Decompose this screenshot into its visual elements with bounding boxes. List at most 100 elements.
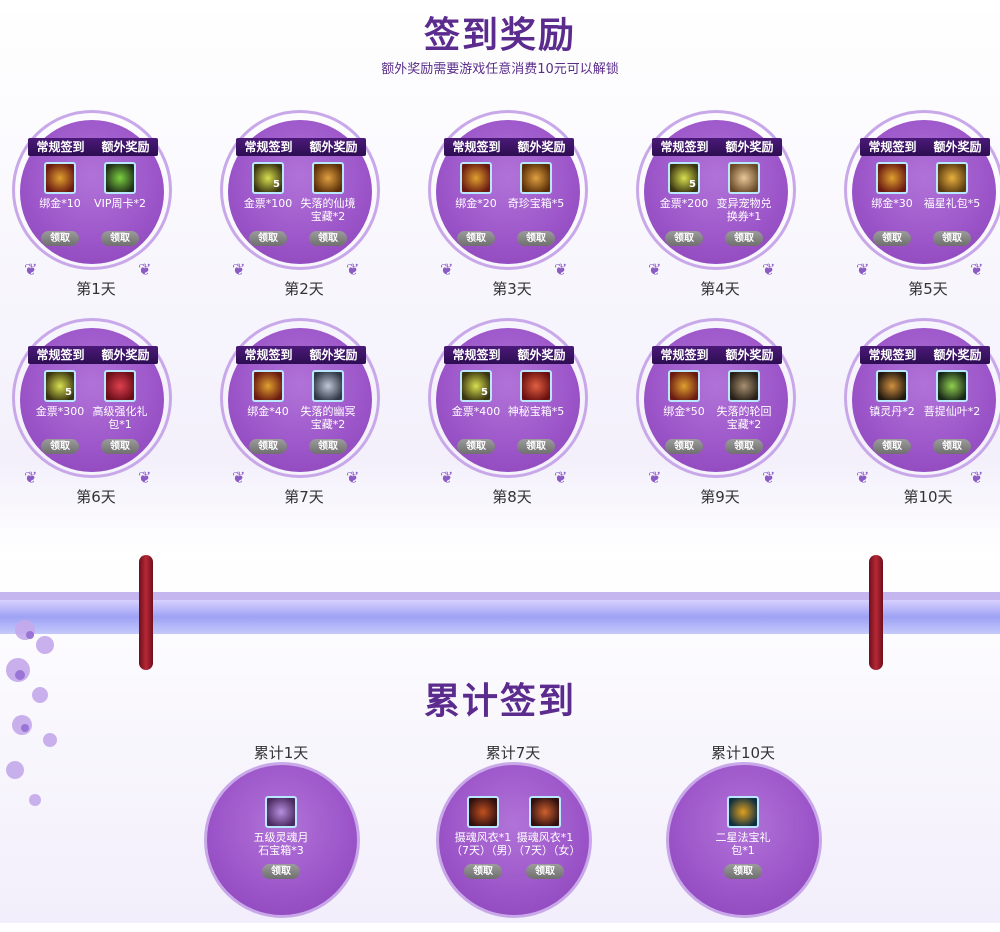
regular-reward: 镇灵丹*2 xyxy=(860,370,924,418)
treasure-chest-icon xyxy=(520,162,552,194)
ribbon-decoration: ❦ xyxy=(24,468,38,487)
claim-extra-button[interactable]: 领取 xyxy=(101,439,139,454)
reward-name: 绑金*40 xyxy=(247,405,289,418)
claim-regular-button[interactable]: 领取 xyxy=(249,231,287,246)
card-header: 常规签到额外奖励 xyxy=(652,138,782,156)
reward-name: 五级灵魂月石宝箱*3 xyxy=(253,831,309,857)
reward-name: 镇灵丹*2 xyxy=(869,405,915,418)
ribbon-decoration: ❦ xyxy=(346,260,360,279)
extra-reward: 菩提仙叶*2 xyxy=(920,370,984,418)
quantity-badge: 5 xyxy=(481,387,488,398)
extra-reward: 失落的轮回宝藏*2 xyxy=(712,370,776,431)
reward-name: 金票*200 xyxy=(659,197,709,210)
reward-name: VIP周卡*2 xyxy=(94,197,146,210)
card-ring xyxy=(428,110,588,270)
day-label: 第8天 xyxy=(492,488,532,506)
extra-reward: 神秘宝箱*5 xyxy=(504,370,568,418)
regular-label: 常规签到 xyxy=(244,140,293,154)
ribbon-decoration: ❦ xyxy=(554,260,568,279)
red-chest-icon xyxy=(520,370,552,402)
claim-extra-button[interactable]: 领取 xyxy=(517,231,555,246)
card-ring xyxy=(220,318,380,478)
regular-label: 常规签到 xyxy=(36,348,85,362)
claim-extra-button[interactable]: 领取 xyxy=(933,231,971,246)
claim-cumulative-button[interactable]: 领取 xyxy=(724,864,762,879)
day-label: 第4天 xyxy=(700,280,740,298)
reward-name: 摄魂风衣*1（7天）（女） xyxy=(513,831,581,857)
regular-reward: 绑金*40 xyxy=(236,370,300,418)
extra-label: 额外奖励 xyxy=(309,140,358,154)
treasure-chest-icon xyxy=(312,162,344,194)
gold-ticket-icon: 5 xyxy=(460,370,492,402)
claim-cumulative-button[interactable]: 领取 xyxy=(464,864,502,879)
claim-extra-button[interactable]: 领取 xyxy=(933,439,971,454)
card-ring xyxy=(636,110,796,270)
claim-regular-button[interactable]: 领取 xyxy=(41,231,79,246)
divider-band-top xyxy=(0,592,1000,600)
gold-coin-pouch-icon xyxy=(876,162,908,194)
silver-chest-icon xyxy=(312,370,344,402)
claim-extra-button[interactable]: 领取 xyxy=(309,439,347,454)
regular-label: 常规签到 xyxy=(452,140,501,154)
cumulative-label: 累计7天 xyxy=(485,744,541,762)
card-disc xyxy=(204,762,360,918)
page-title: 签到奖励 xyxy=(423,15,576,56)
reward-name: 福星礼包*5 xyxy=(923,197,981,210)
claim-extra-button[interactable]: 领取 xyxy=(309,231,347,246)
claim-regular-button[interactable]: 领取 xyxy=(457,231,495,246)
extra-reward: 高级强化礼包*1 xyxy=(88,370,152,431)
claim-regular-button[interactable]: 领取 xyxy=(665,231,703,246)
day-label: 第2天 xyxy=(284,280,324,298)
gold-ticket-icon: 5 xyxy=(44,370,76,402)
reward-name: 绑金*10 xyxy=(39,197,81,210)
claim-regular-button[interactable]: 领取 xyxy=(665,439,703,454)
day-label: 第1天 xyxy=(76,280,116,298)
female-armor-icon xyxy=(529,796,561,828)
gold-coin-pouch-icon xyxy=(460,162,492,194)
reward-name: 失落的仙境宝藏*2 xyxy=(300,197,356,223)
card-header: 常规签到额外奖励 xyxy=(444,346,574,364)
claim-extra-button[interactable]: 领取 xyxy=(101,231,139,246)
claim-extra-button[interactable]: 领取 xyxy=(725,439,763,454)
day-label: 第9天 xyxy=(700,488,740,506)
claim-regular-button[interactable]: 领取 xyxy=(249,439,287,454)
card-ring xyxy=(12,110,172,270)
cumulative-reward: 摄魂风衣*1（7天）（男） xyxy=(451,796,519,857)
card-header: 常规签到额外奖励 xyxy=(444,138,574,156)
reward-name: 变异宠物兑换券*1 xyxy=(716,197,772,223)
cumulative-title: 累计签到 xyxy=(423,681,576,722)
extra-label: 额外奖励 xyxy=(101,348,150,362)
gold-coin-pouch-icon xyxy=(668,370,700,402)
regular-reward: 绑金*50 xyxy=(652,370,716,418)
claim-extra-button[interactable]: 领取 xyxy=(517,439,555,454)
ribbon-decoration: ❦ xyxy=(762,260,776,279)
claim-cumulative-button[interactable]: 领取 xyxy=(262,864,300,879)
day-label: 第10天 xyxy=(903,488,953,506)
card-header: 常规签到额外奖励 xyxy=(28,138,158,156)
ribbon-decoration: ❦ xyxy=(970,468,984,487)
claim-regular-button[interactable]: 领取 xyxy=(873,231,911,246)
divider-band xyxy=(0,600,1000,634)
claim-cumulative-button[interactable]: 领取 xyxy=(526,864,564,879)
claim-extra-button[interactable]: 领取 xyxy=(725,231,763,246)
elixir-icon xyxy=(876,370,908,402)
claim-regular-button[interactable]: 领取 xyxy=(41,439,79,454)
card-header: 常规签到 额外奖励 xyxy=(236,138,366,156)
claim-regular-button[interactable]: 领取 xyxy=(873,439,911,454)
quantity-badge: 5 xyxy=(65,387,72,398)
claim-regular-button[interactable]: 领取 xyxy=(457,439,495,454)
ribbon-decoration: ❦ xyxy=(856,468,870,487)
ribbon-decoration: ❦ xyxy=(346,468,360,487)
cumulative-reward: 摄魂风衣*1（7天）（女） xyxy=(513,796,581,857)
ribbon-decoration: ❦ xyxy=(232,260,246,279)
ribbon-decoration: ❦ xyxy=(856,260,870,279)
day-label: 第7天 xyxy=(284,488,324,506)
extra-label: 额外奖励 xyxy=(933,140,982,154)
